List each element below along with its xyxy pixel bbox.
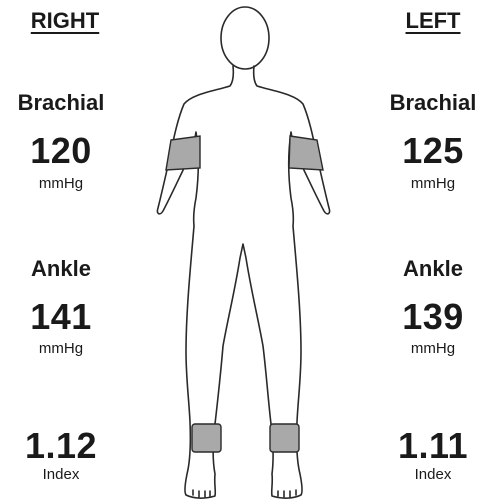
left-arm-cuff	[289, 136, 323, 170]
left-brachial-unit: mmHg	[368, 175, 483, 192]
right-ankle-label: Ankle	[0, 256, 126, 282]
left-side-column: LEFT Brachial 125 mmHg Ankle 139 mmHg 1.…	[368, 0, 483, 500]
right-index-value: 1.12	[0, 425, 126, 467]
left-ankle-label: Ankle	[368, 256, 483, 282]
body-silhouette	[157, 66, 329, 498]
right-brachial-value: 120	[0, 130, 126, 172]
left-ankle-unit: mmHg	[368, 340, 483, 357]
left-brachial-value: 125	[368, 130, 483, 172]
left-foot-toes	[278, 490, 296, 497]
right-side-title: RIGHT	[0, 8, 130, 34]
left-ankle-cuff	[270, 424, 299, 452]
right-index-unit: Index	[0, 466, 126, 483]
right-arm-cuff	[166, 136, 200, 170]
left-ankle-value: 139	[368, 296, 483, 338]
head-outline	[221, 7, 269, 69]
right-brachial-unit: mmHg	[0, 175, 126, 192]
right-foot-toes	[193, 490, 210, 497]
body-outline-figure	[150, 0, 340, 500]
left-brachial-label: Brachial	[368, 90, 483, 116]
right-ankle-cuff	[192, 424, 221, 452]
right-ankle-unit: mmHg	[0, 340, 126, 357]
right-ankle-value: 141	[0, 296, 126, 338]
left-index-unit: Index	[368, 466, 483, 483]
right-brachial-label: Brachial	[0, 90, 126, 116]
left-side-title: LEFT	[368, 8, 483, 34]
left-index-value: 1.11	[368, 425, 483, 467]
right-side-column: RIGHT Brachial 120 mmHg Ankle 141 mmHg 1…	[0, 0, 130, 500]
